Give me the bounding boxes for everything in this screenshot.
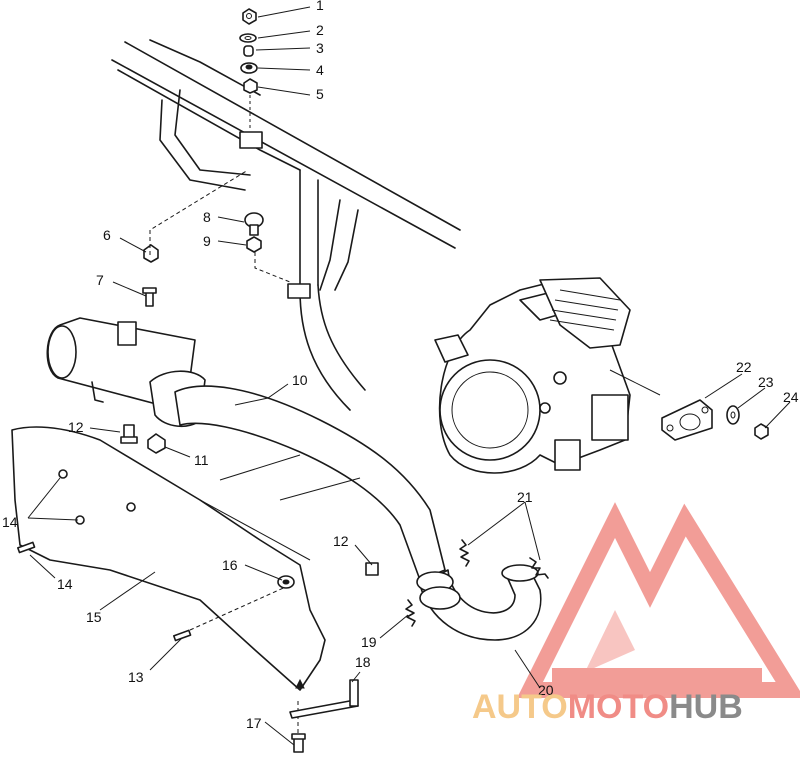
exhaust-gasket-part-22 <box>661 399 713 441</box>
callout-15: 15 <box>86 609 102 625</box>
screw-part-14-left <box>16 541 36 554</box>
leader-lines <box>27 6 791 746</box>
hardware-left <box>142 169 291 307</box>
callout-23: 23 <box>758 374 774 390</box>
nut-part-6 <box>143 244 159 263</box>
washer-part-2 <box>239 33 257 43</box>
bolt-part-17 <box>291 733 306 753</box>
callout-11: 11 <box>194 452 209 468</box>
springs <box>405 539 549 627</box>
callout-8: 8 <box>203 209 211 225</box>
grommet-part-3 <box>243 45 254 57</box>
bolt-part-7 <box>142 287 157 307</box>
nut-part-5 <box>243 78 258 94</box>
exhaust-pipe-part-10 <box>174 385 446 581</box>
callout-10: 10 <box>292 372 308 388</box>
callout-7: 7 <box>96 272 104 288</box>
nut-part-1 <box>242 8 257 25</box>
callout-2: 2 <box>316 22 324 38</box>
bolt-part-12-lower <box>365 562 379 576</box>
callout-6: 6 <box>103 227 111 243</box>
fasteners <box>16 424 379 753</box>
washer-part-16 <box>277 575 295 589</box>
callout-3: 3 <box>316 40 324 56</box>
callout-5: 5 <box>316 86 324 102</box>
callout-12-upper: 12 <box>68 419 84 435</box>
watermark-auto: AUTO <box>472 688 568 726</box>
callout-labels: 1 2 3 4 5 6 7 8 9 10 11 12 12 13 14 14 1… <box>2 0 799 731</box>
callout-12-lower: 12 <box>333 533 349 549</box>
watermark-logo <box>517 502 800 698</box>
callout-1: 1 <box>316 0 324 13</box>
screw-part-13 <box>172 629 192 642</box>
svg-text:AUTOMOTOHUB: AUTOMOTOHUB <box>472 688 743 726</box>
callout-14-upper: 14 <box>2 514 18 530</box>
muffler <box>46 317 206 428</box>
callout-19: 19 <box>361 634 377 650</box>
grommet-part-8 <box>244 212 264 236</box>
engine-assembly <box>434 277 631 474</box>
washer-part-4 <box>240 62 258 74</box>
watermark-moto: MOTO <box>568 688 669 726</box>
nut-part-11 <box>147 433 166 454</box>
heat-shield-part-15 <box>11 426 326 691</box>
bracket-part-18 <box>289 679 359 719</box>
watermark-text: AUTOMOTOHUB <box>472 688 743 726</box>
callout-16: 16 <box>222 557 238 573</box>
washer-part-23 <box>726 405 740 425</box>
callout-22: 22 <box>736 359 752 375</box>
callout-21: 21 <box>517 489 533 505</box>
callout-4: 4 <box>316 62 324 78</box>
callout-13: 13 <box>128 669 144 685</box>
callout-24: 24 <box>783 389 799 405</box>
nut-part-9 <box>246 236 262 253</box>
frame-assembly <box>111 39 461 411</box>
watermark-hub: HUB <box>669 688 743 726</box>
callout-17: 17 <box>246 715 262 731</box>
head-pipe-part-20 <box>416 564 542 641</box>
callout-18: 18 <box>355 654 371 670</box>
callout-20: 20 <box>538 682 554 698</box>
callout-9: 9 <box>203 233 211 249</box>
bolt-part-12-upper <box>120 424 138 444</box>
mounting-hardware-stack <box>239 8 258 130</box>
callout-14-lower: 14 <box>57 576 73 592</box>
